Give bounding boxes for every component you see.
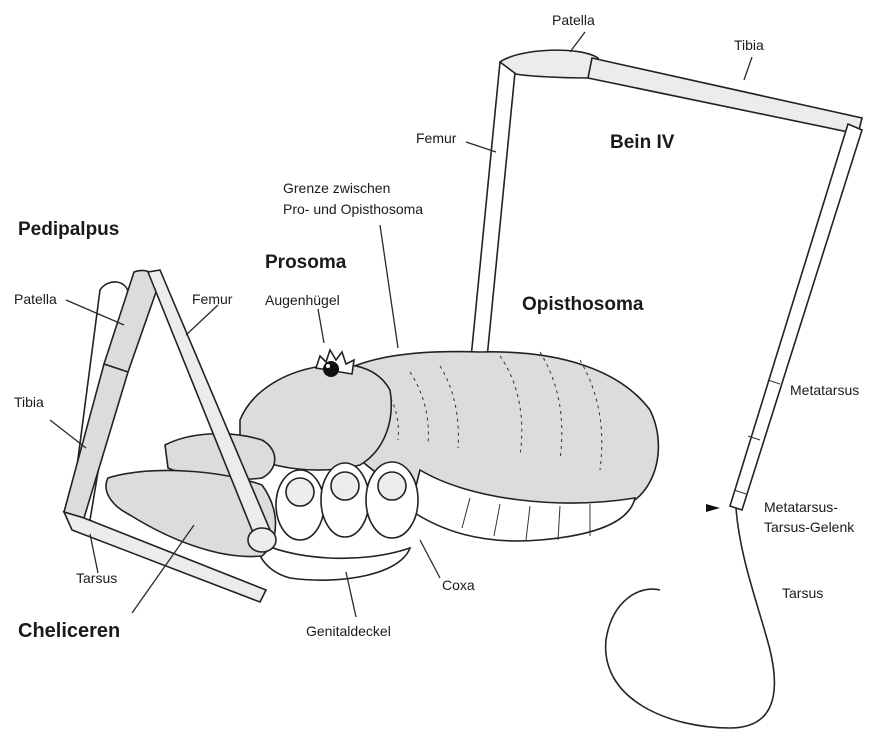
label-prosoma: Prosoma	[265, 252, 347, 273]
label-gelenk-line2: Tarsus-Gelenk	[764, 519, 855, 535]
leg-tibia-shape	[588, 58, 862, 134]
label-gelenk-line1: Metatarsus-	[764, 499, 838, 515]
label-grenze-line1: Grenze zwischen	[283, 180, 390, 196]
label-tarsus-palp: Tarsus	[76, 570, 117, 586]
leg-metatarsus-shape	[730, 124, 862, 510]
label-tarsus-leg: Tarsus	[782, 585, 823, 601]
label-augenhuegel: Augenhügel	[265, 292, 340, 308]
label-metatarsus: Metatarsus	[790, 382, 859, 398]
label-grenze-line2: Pro- und Opisthosoma	[283, 201, 423, 217]
label-coxa: Coxa	[442, 577, 475, 593]
label-patella-leg: Patella	[552, 12, 595, 28]
label-opisthosoma: Opisthosoma	[522, 294, 644, 315]
leg-patella-shape	[500, 50, 599, 78]
palp-patella-shape	[104, 270, 157, 376]
label-bein-iv: Bein IV	[610, 132, 675, 153]
leg-tarsus-shape	[606, 508, 775, 728]
genital-operculum-shape	[255, 540, 410, 580]
label-patella-palp: Patella	[14, 291, 57, 307]
label-genitaldeckel: Genitaldeckel	[306, 623, 391, 639]
label-tibia-palp: Tibia	[14, 394, 44, 410]
label-cheliceren: Cheliceren	[18, 620, 120, 642]
coxae	[276, 462, 418, 540]
joint-marker-arrow	[706, 504, 720, 512]
label-tibia-leg: Tibia	[734, 37, 764, 53]
label-femur-leg: Femur	[416, 130, 457, 146]
label-femur-palp: Femur	[192, 291, 233, 307]
body	[240, 350, 658, 580]
label-pedipalpus: Pedipalpus	[18, 219, 119, 240]
